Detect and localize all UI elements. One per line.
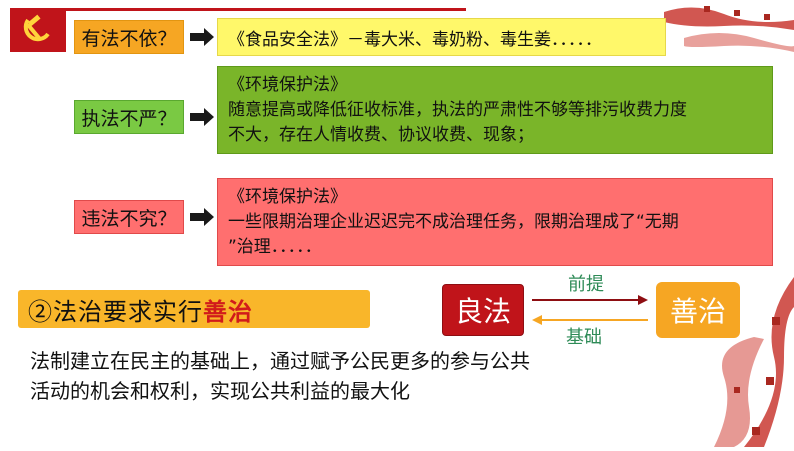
edge-label-top: 前提 bbox=[568, 270, 604, 296]
rule-heading: ②法治要求实行善治 bbox=[18, 290, 370, 328]
arrow-right-icon bbox=[190, 108, 214, 126]
explanation-paragraph: 法制建立在民主的基础上，通过赋予公民更多的参与公共 活动的机会和权利，实现公共利… bbox=[30, 346, 630, 406]
node-liangfa: 良法 bbox=[442, 284, 524, 336]
row-label-text: 有法不依？ bbox=[81, 27, 177, 50]
party-emblem-block bbox=[10, 8, 66, 52]
row-label-1: 有法不依？ bbox=[74, 20, 184, 54]
paragraph-line: 活动的机会和权利，实现公共利益的最大化 bbox=[30, 379, 410, 403]
great-wall-decoration bbox=[664, 0, 794, 60]
row-content-line: 《食品安全法》－毒大米、毒奶粉、毒生姜．．．．． bbox=[228, 29, 602, 50]
top-divider-line bbox=[66, 8, 466, 11]
relation-arrows bbox=[532, 295, 648, 325]
row-content-line: ”治理．．．．． bbox=[228, 237, 322, 257]
row-content-line: 随意提高或降低征收标准，执法的严肃性不够等排污收费力度 bbox=[228, 100, 687, 120]
paragraph-line: 法制建立在民主的基础上，通过赋予公民更多的参与公共 bbox=[30, 349, 530, 373]
arrow-right-icon bbox=[190, 208, 214, 226]
row-label-2: 执法不严？ bbox=[74, 100, 184, 134]
row-label-3: 违法不究？ bbox=[74, 200, 184, 234]
row-content-line: 不大，存在人情收费、协议收费、现象； bbox=[228, 125, 534, 145]
row-content-line: 《环境保护法》 bbox=[228, 187, 347, 207]
great-wall-decoration bbox=[654, 277, 794, 447]
row-label-text: 违法不究？ bbox=[81, 207, 177, 230]
arrow-right-icon bbox=[190, 28, 214, 46]
row-content-1: 《食品安全法》－毒大米、毒奶粉、毒生姜．．．．． bbox=[217, 18, 666, 56]
rule-highlight: 善治 bbox=[203, 296, 253, 326]
row-content-2: 《环境保护法》 随意提高或降低征收标准，执法的严肃性不够等排污收费力度 不大，存… bbox=[217, 66, 773, 154]
node-label: 良法 bbox=[454, 295, 511, 328]
node-shanzhi: 善治 bbox=[656, 282, 740, 338]
edge-label-text: 基础 bbox=[566, 327, 602, 348]
rule-prefix: ②法治要求实行 bbox=[28, 297, 203, 326]
row-content-3: 《环境保护法》 一些限期治理企业迟迟完不成治理任务，限期治理成了“无期 ”治理．… bbox=[217, 178, 773, 266]
row-content-line: 一些限期治理企业迟迟完不成治理任务，限期治理成了“无期 bbox=[228, 212, 679, 232]
node-label: 善治 bbox=[669, 295, 726, 328]
edge-label-text: 前提 bbox=[568, 274, 604, 295]
row-label-text: 执法不严？ bbox=[81, 107, 177, 130]
row-content-line: 《环境保护法》 bbox=[228, 75, 347, 95]
hammer-sickle-icon bbox=[23, 14, 50, 42]
edge-label-bottom: 基础 bbox=[566, 323, 602, 349]
